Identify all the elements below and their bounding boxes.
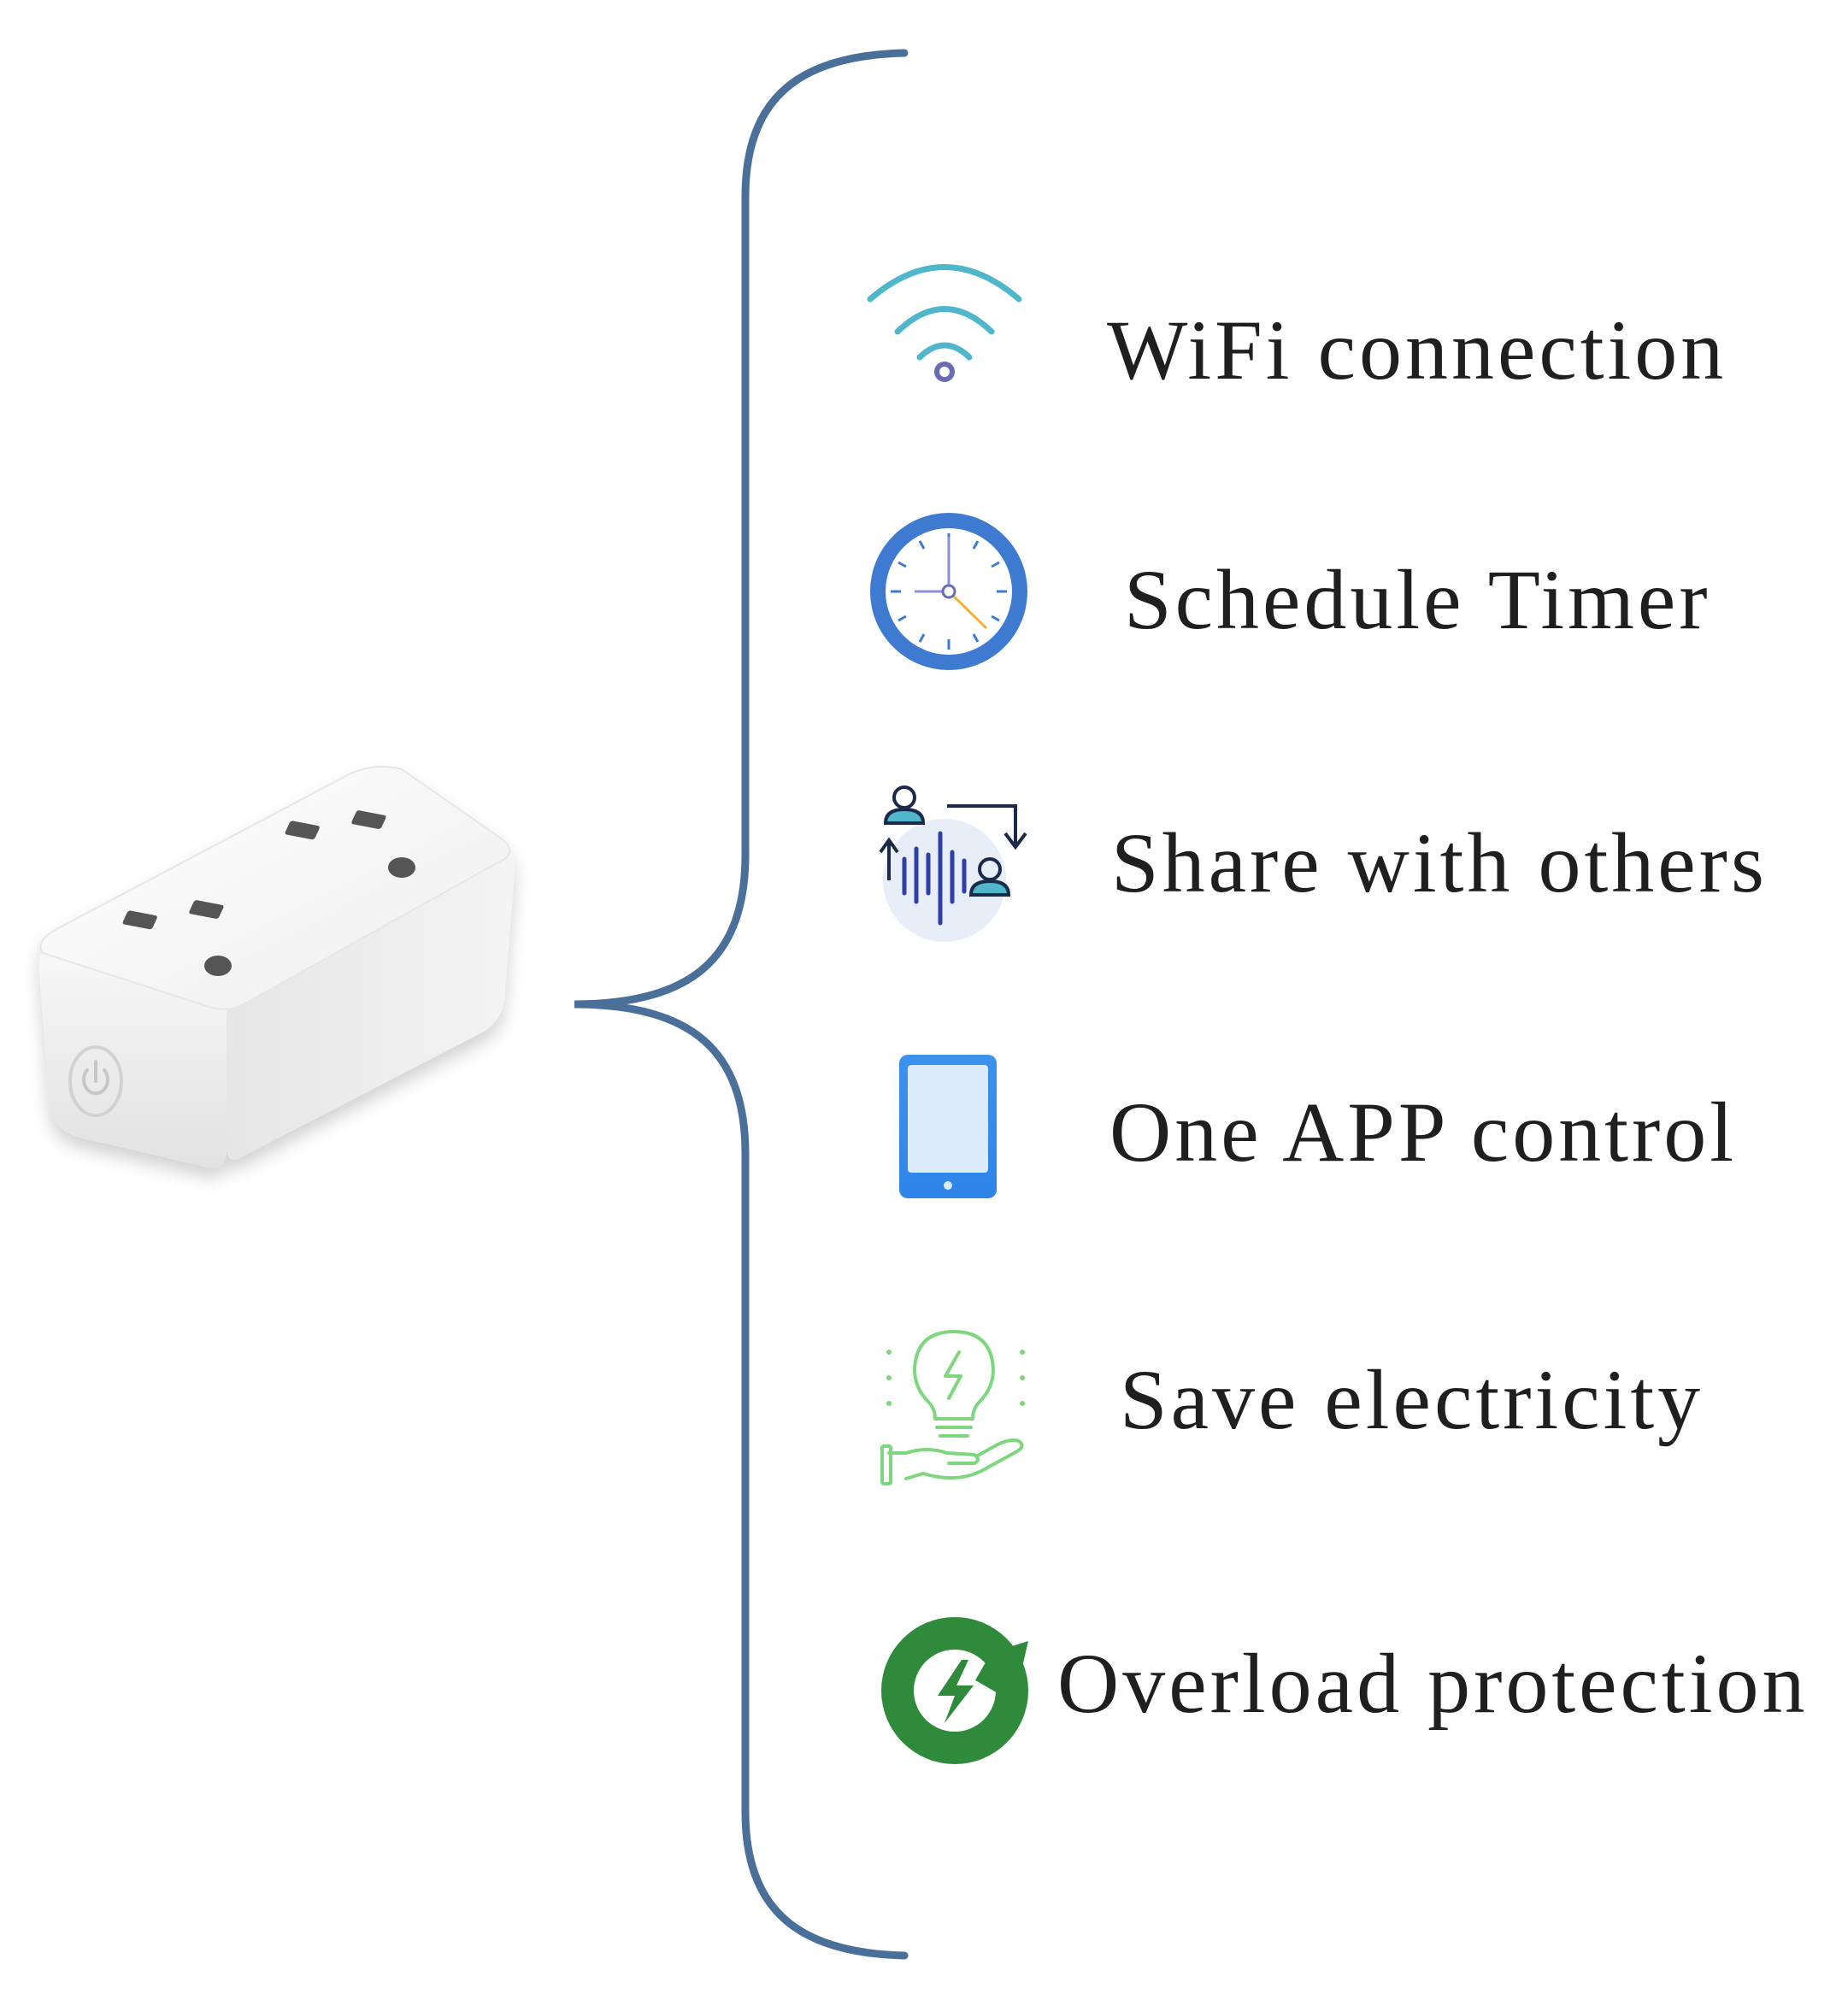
feature-label-app: One APP control — [1109, 1085, 1738, 1179]
feature-label-wifi: WiFi connection — [1107, 303, 1727, 397]
feature-label-share: Share with others — [1111, 815, 1768, 910]
clock-icon — [870, 513, 1027, 670]
smart-plug-image — [38, 765, 515, 1168]
overload-protection-icon — [881, 1617, 1028, 1764]
lightbulb-hand-icon — [880, 1330, 1025, 1485]
feature-label-timer: Schedule Timer — [1124, 552, 1711, 647]
feature-label-save: Save electricity — [1120, 1352, 1704, 1447]
share-users-icon — [879, 785, 1027, 942]
feature-label-overload: Overload protection — [1057, 1636, 1809, 1731]
smartphone-icon — [899, 1055, 997, 1198]
wifi-icon — [867, 264, 1022, 382]
